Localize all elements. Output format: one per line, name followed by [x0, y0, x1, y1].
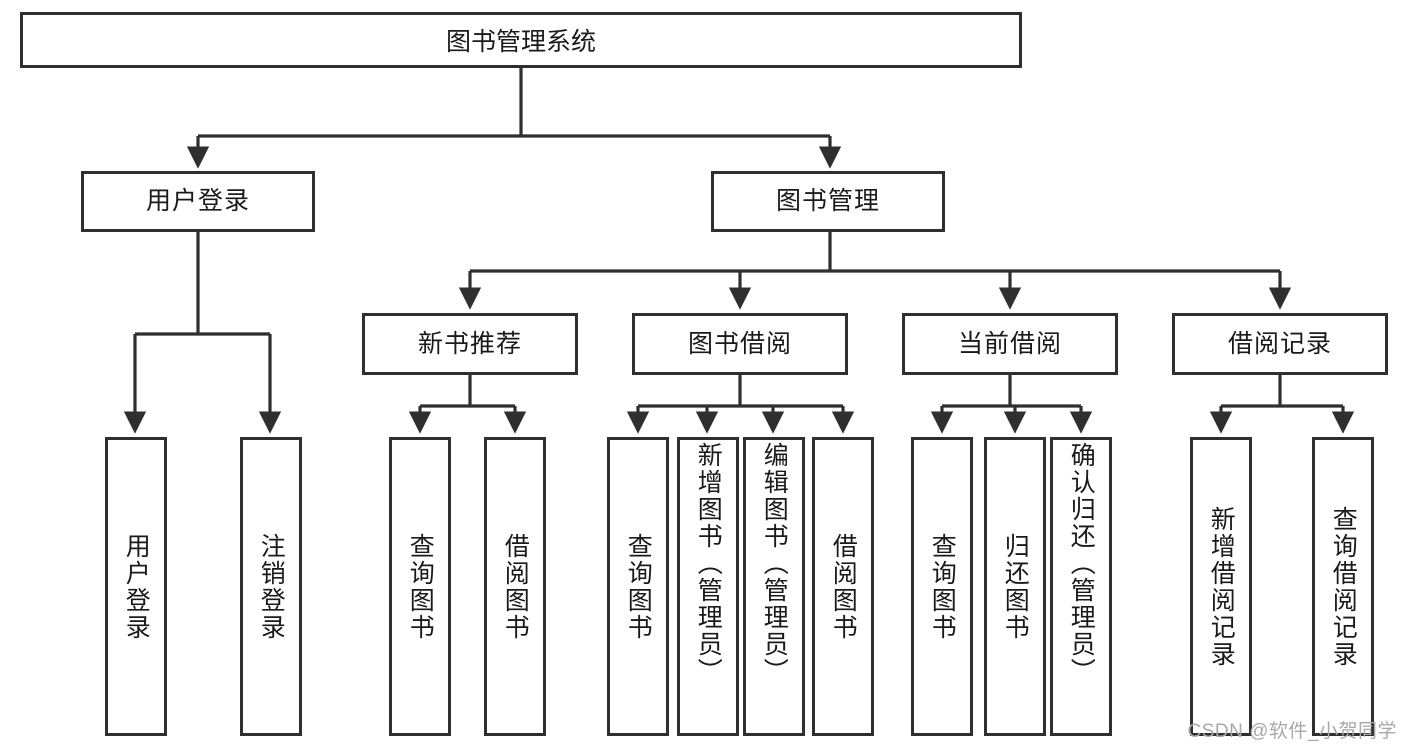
node-leaf-query-record-label: 查询借阅记录 — [1329, 505, 1358, 668]
node-leaf-add-record-label: 新增借阅记录 — [1207, 505, 1236, 668]
node-leaf-borrow-book-rec-label: 借阅图书 — [501, 532, 530, 641]
node-user-login-label: 用户登录 — [145, 187, 250, 216]
node-leaf-user-login[interactable]: 用户登录 — [105, 437, 167, 736]
node-user-login[interactable]: 用户登录 — [81, 171, 315, 232]
node-leaf-edit-book-label: 编辑图书（管理员） — [760, 442, 789, 685]
node-leaf-confirm-return[interactable]: 确认归还（管理员） — [1050, 437, 1112, 736]
node-leaf-add-book[interactable]: 新增图书（管理员） — [677, 437, 739, 736]
node-leaf-return-book-label: 归还图书 — [1001, 532, 1030, 641]
node-leaf-add-book-label: 新增图书（管理员） — [694, 442, 723, 685]
node-leaf-logout[interactable]: 注销登录 — [240, 437, 302, 736]
node-borrow-record-label: 借阅记录 — [1227, 329, 1332, 358]
node-book-manage[interactable]: 图书管理 — [711, 171, 945, 232]
node-leaf-logout-label: 注销登录 — [257, 532, 286, 641]
node-book-borrow-label: 图书借阅 — [687, 329, 792, 358]
node-leaf-user-login-label: 用户登录 — [122, 532, 151, 641]
node-new-book-rec[interactable]: 新书推荐 — [362, 313, 578, 375]
node-new-book-rec-label: 新书推荐 — [417, 329, 522, 358]
node-leaf-confirm-return-label: 确认归还（管理员） — [1067, 442, 1096, 685]
node-current-borrow-label: 当前借阅 — [957, 329, 1062, 358]
node-leaf-borrow-book[interactable]: 借阅图书 — [812, 437, 874, 736]
node-leaf-query-record[interactable]: 查询借阅记录 — [1312, 437, 1374, 736]
node-book-manage-label: 图书管理 — [775, 187, 880, 216]
node-leaf-add-record[interactable]: 新增借阅记录 — [1190, 437, 1252, 736]
node-leaf-borrow-book-label: 借阅图书 — [829, 532, 858, 641]
node-leaf-return-book[interactable]: 归还图书 — [984, 437, 1046, 736]
node-leaf-edit-book[interactable]: 编辑图书（管理员） — [743, 437, 805, 736]
node-leaf-query-book-label: 查询图书 — [624, 532, 653, 641]
node-root-label: 图书管理系统 — [445, 28, 596, 56]
node-leaf-query-book-rec-label: 查询图书 — [406, 532, 435, 641]
node-leaf-query-book-cur-label: 查询图书 — [928, 532, 957, 641]
node-root[interactable]: 图书管理系统 — [20, 12, 1022, 68]
node-current-borrow[interactable]: 当前借阅 — [902, 313, 1118, 375]
node-leaf-query-book-rec[interactable]: 查询图书 — [389, 437, 451, 736]
node-leaf-borrow-book-rec[interactable]: 借阅图书 — [484, 437, 546, 736]
node-book-borrow[interactable]: 图书借阅 — [632, 313, 848, 375]
node-borrow-record[interactable]: 借阅记录 — [1172, 313, 1388, 375]
node-leaf-query-book[interactable]: 查询图书 — [607, 437, 669, 736]
watermark: CSDN @软件_小贺同学 — [1187, 721, 1397, 742]
node-leaf-query-book-cur[interactable]: 查询图书 — [911, 437, 973, 736]
